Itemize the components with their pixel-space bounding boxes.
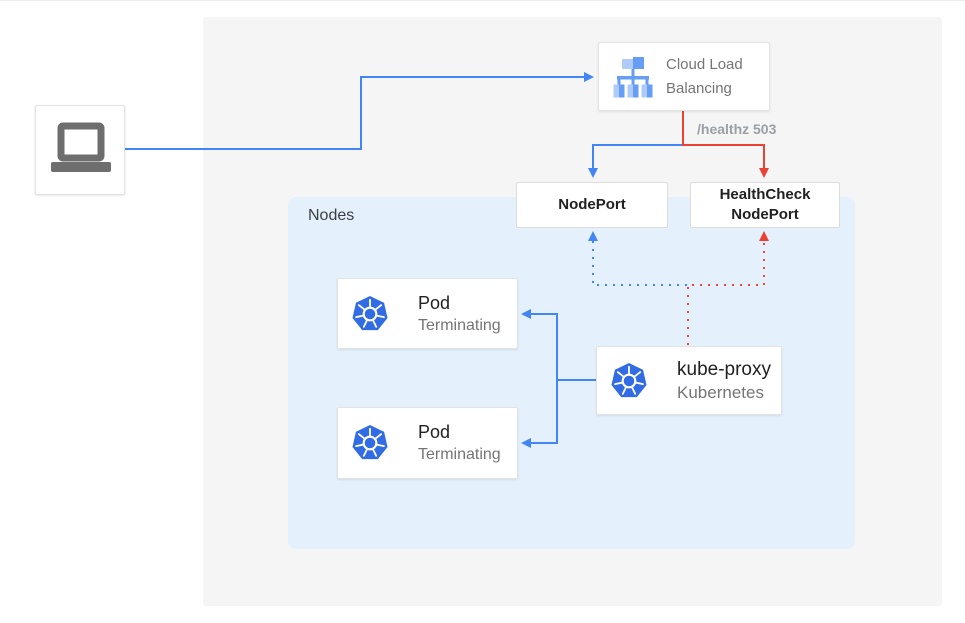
nodeport-label: NodePort <box>558 196 626 213</box>
pod1-status: Terminating <box>418 316 501 334</box>
cloud-load-balancing-label: Cloud Load Balancing <box>666 55 743 97</box>
pod2-title: Pod <box>418 422 451 442</box>
kube-proxy-subtitle: Kubernetes <box>677 382 764 402</box>
pod1-node: Pod Terminating <box>337 278 518 349</box>
pod2-node: Pod Terminating <box>337 407 518 479</box>
kube-proxy-title: kube-proxy <box>677 358 771 380</box>
kubernetes-icon <box>352 425 388 460</box>
healthz-edge-label: /healthz 503 <box>697 121 777 137</box>
pod1-title: Pod <box>418 292 451 313</box>
nodes-container-label: Nodes <box>308 207 355 224</box>
kubernetes-icon <box>352 295 388 330</box>
healthcheck-nodeport-label: HealthCheck NodePort <box>719 186 811 223</box>
kubernetes-icon <box>611 362 647 397</box>
healthcheck-nodeport-node: HealthCheck NodePort <box>690 182 840 228</box>
load-balancer-icon <box>613 56 653 97</box>
kube-proxy-node: kube-proxy Kubernetes <box>596 346 782 415</box>
laptop-icon <box>51 122 111 172</box>
nodeport-node: NodePort <box>516 182 668 228</box>
cloud-load-balancing-node: Cloud Load Balancing <box>598 42 770 111</box>
client-node <box>35 105 125 195</box>
pod2-status: Terminating <box>418 446 501 463</box>
